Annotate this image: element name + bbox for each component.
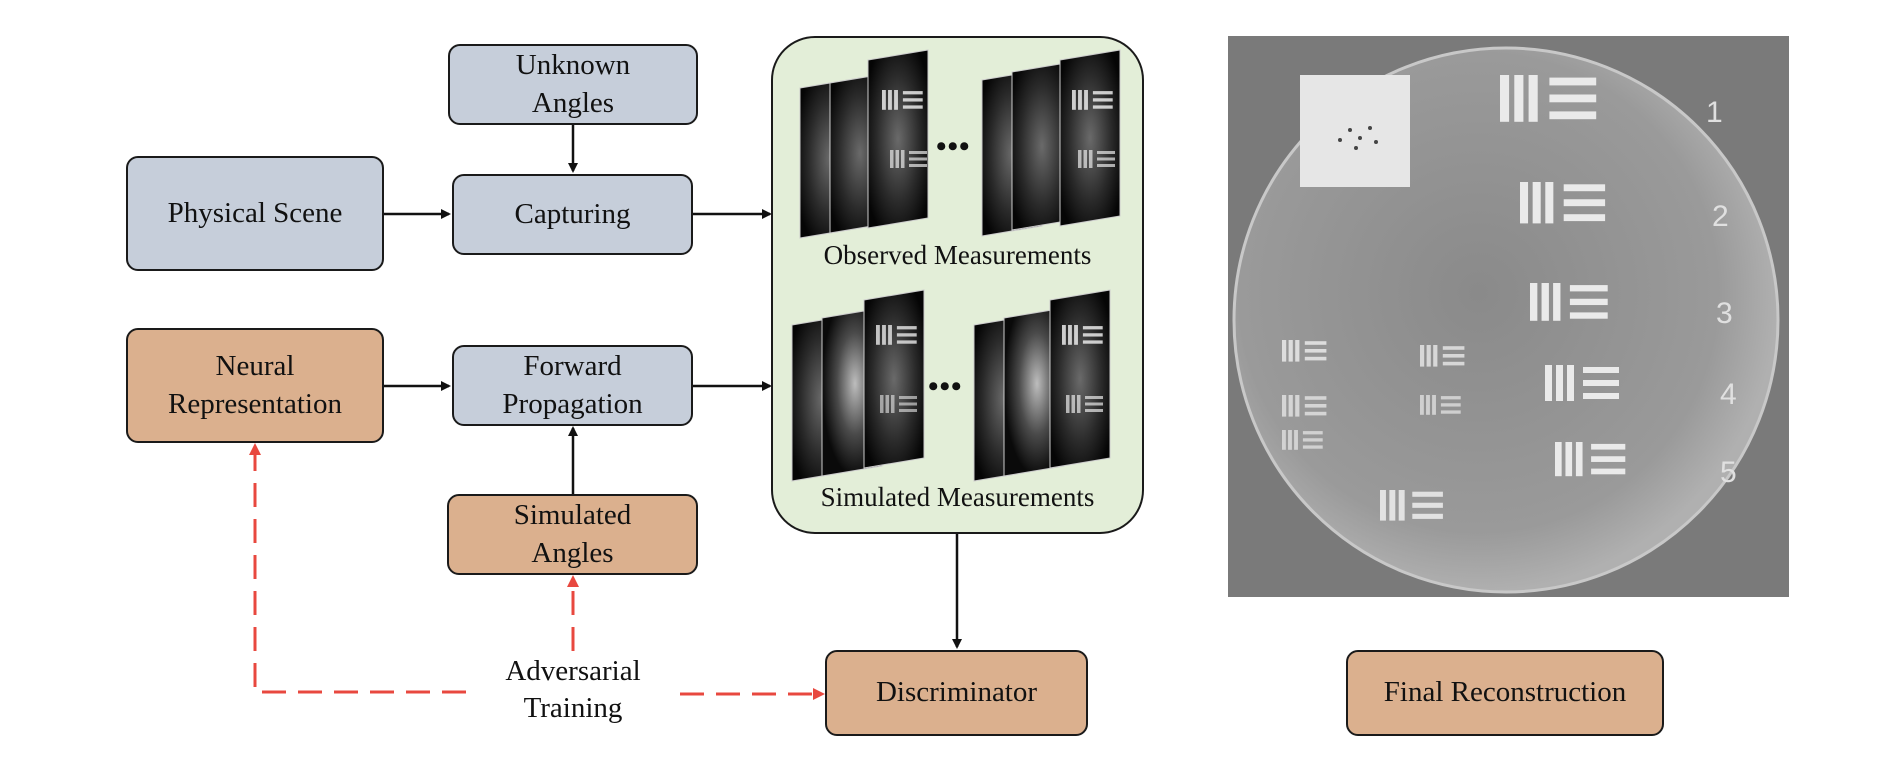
unknown-angles-box: Unknown Angles	[448, 44, 698, 125]
physical-scene-box: Physical Scene	[126, 156, 384, 271]
simulated-measurements-label: Simulated Measurements	[820, 482, 1095, 512]
observed-stack-right	[981, 49, 1121, 237]
observed-measurements-label: Observed Measurements	[823, 240, 1092, 270]
final-reconstruction-box: Final Reconstruction	[1346, 650, 1664, 736]
svg-text:1: 1	[1706, 96, 1723, 129]
adversarial-training-label: Adversarial Training	[505, 655, 641, 725]
forward-propagation-label: Forward Propagation	[502, 350, 643, 420]
simulated-ellipsis: •••	[928, 370, 963, 403]
discriminator-label: Discriminator	[875, 676, 1038, 709]
forward-propagation-box: Forward Propagation	[452, 345, 693, 426]
svg-text:4: 4	[1720, 378, 1737, 411]
adversarial-arrows	[249, 443, 825, 700]
svg-text:5: 5	[1720, 456, 1737, 489]
unknown-angles-label: Unknown Angles	[515, 49, 631, 119]
capturing-box: Capturing	[452, 174, 693, 255]
observed-stack-left	[799, 49, 929, 239]
final-reconstruction-label: Final Reconstruction	[1383, 676, 1627, 709]
svg-text:2: 2	[1712, 200, 1729, 233]
simulated-stack-left	[791, 289, 925, 482]
reconstruction-image: 1 2 3 4 5	[1228, 36, 1789, 597]
observed-ellipsis: •••	[936, 130, 971, 163]
svg-text:3: 3	[1716, 297, 1733, 330]
simulated-stack-right	[973, 289, 1111, 482]
physical-scene-label: Physical Scene	[167, 196, 343, 229]
neural-representation-box: Neural Representation	[126, 328, 384, 443]
simulated-angles-label: Simulated Angles	[513, 499, 632, 569]
discriminator-box: Discriminator	[825, 650, 1088, 736]
neural-representation-label: Neural Representation	[168, 350, 342, 420]
capturing-label: Capturing	[514, 197, 631, 230]
simulated-angles-box: Simulated Angles	[447, 494, 698, 575]
